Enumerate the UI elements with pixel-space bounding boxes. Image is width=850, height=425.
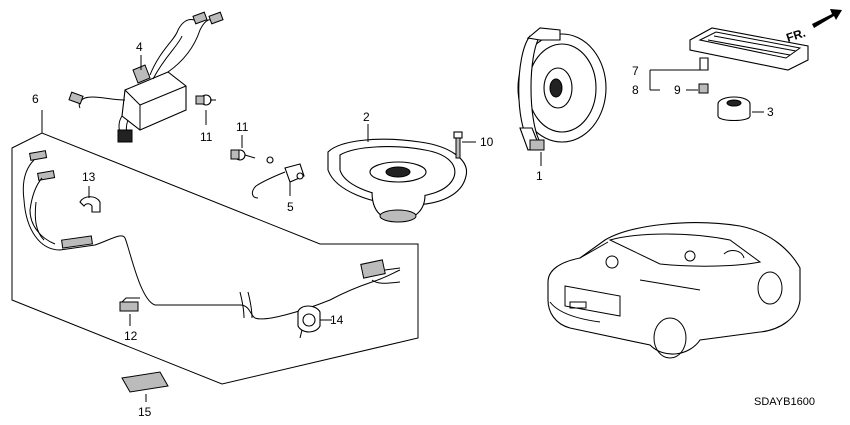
callout-4: 4 (136, 40, 143, 54)
part-11-clip-upper (195, 94, 216, 106)
part-6-feeder-cable (22, 150, 401, 320)
part-2-oval-speaker (327, 138, 468, 223)
callout-5: 5 (287, 200, 294, 214)
part-3-tweeter (717, 96, 751, 122)
part-7-8-grille (689, 27, 809, 71)
vehicle-outline (547, 222, 801, 359)
callout-11-lower: 11 (236, 120, 249, 134)
callout-9: 9 (674, 83, 681, 97)
diagram-code: SDAYB1600 (754, 396, 815, 408)
callout-labels: 1 2 3 4 5 6 7 8 9 10 11 11 12 13 14 15 (32, 40, 774, 419)
callout-1: 1 (536, 169, 543, 183)
part-4-amplifier (68, 11, 224, 143)
part-10-bolt (453, 131, 463, 159)
part-13-clip (79, 196, 101, 213)
part-14-clamp (297, 305, 321, 339)
callout-8: 8 (632, 83, 639, 97)
callout-15: 15 (138, 405, 152, 419)
part-12-clip (119, 297, 140, 312)
leader-lines (88, 55, 764, 402)
callout-6: 6 (32, 92, 39, 106)
part-9-clip (698, 83, 709, 94)
callout-11-upper: 11 (200, 130, 213, 144)
callout-14: 14 (330, 313, 344, 327)
part-11-clip-lower (230, 149, 274, 164)
front-direction-label: FR. (785, 26, 808, 45)
front-direction-indicator: FR. (785, 9, 842, 45)
part-1-round-speaker (517, 27, 607, 151)
callout-12: 12 (124, 329, 138, 343)
part-15-pad (121, 371, 169, 393)
callout-2: 2 (363, 110, 370, 124)
part-5-cable (251, 163, 305, 199)
callout-7: 7 (632, 64, 639, 78)
group-outline-6 (11, 110, 419, 385)
callout-13: 13 (82, 170, 96, 184)
callout-3: 3 (767, 105, 774, 119)
callout-10: 10 (480, 135, 494, 149)
